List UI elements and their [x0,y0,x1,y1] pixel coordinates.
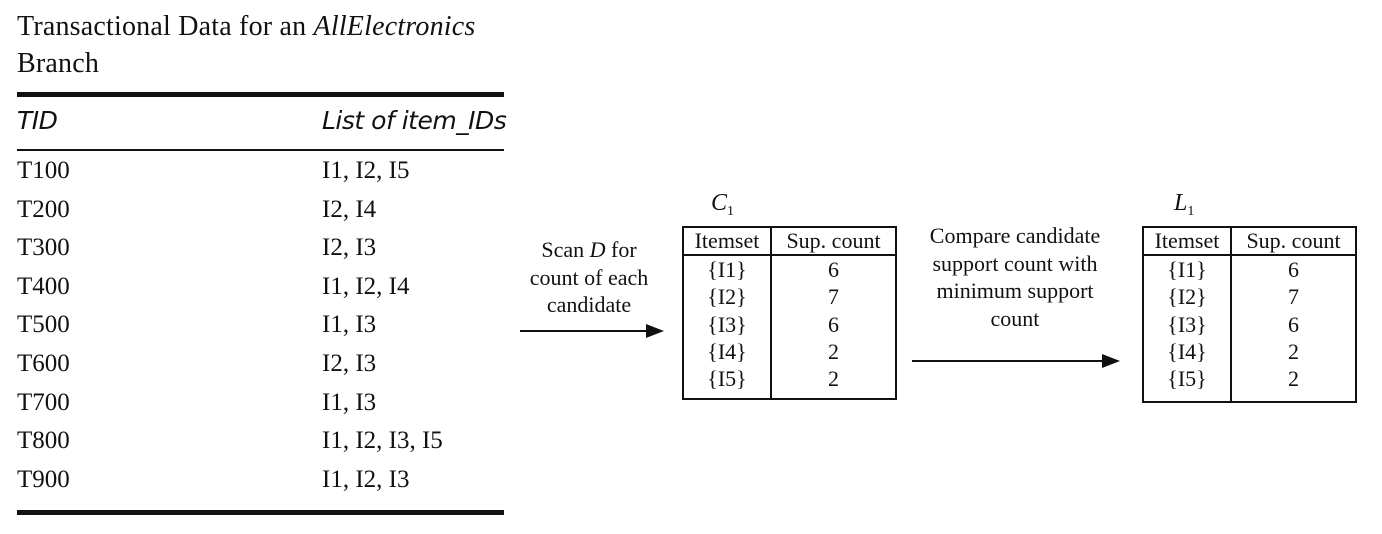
c1-row: {I1} 6 [684,256,895,283]
l1-row: {I5} 2 [1144,365,1355,392]
scan-note-line2: count of each [529,264,649,290]
transaction-tid: T900 [17,465,70,493]
l1-table: Itemset Sup. count {I1}6{I2}7{I3}6{I4}2{… [1142,226,1357,403]
l1-header-divider [1144,254,1355,256]
c1-row: {I5} 2 [684,365,895,392]
transaction-row: T900 I1, I2, I3 [0,465,520,503]
c1-count: 2 [828,366,839,392]
l1-count: 6 [1288,311,1299,337]
transaction-row: T500 I1, I3 [0,310,520,348]
l1-count: 7 [1288,284,1299,310]
table-top-rule [17,92,504,97]
transaction-tid: T500 [17,311,70,339]
transaction-row: T200 I2, I4 [0,195,520,233]
transaction-items: I1, I3 [322,311,377,339]
l1-row: {I3} 6 [1144,311,1355,338]
compare-note: Compare candidate support count with min… [908,222,1122,332]
c1-header-itemset: Itemset [694,228,760,253]
l1-count: 2 [1288,338,1299,364]
transaction-tid: T200 [17,195,70,223]
transaction-items: I1, I2, I4 [322,272,410,300]
transaction-tid: T600 [17,350,70,377]
title-italic: AllElectronics [313,11,476,42]
transaction-items: I1, I2, I3 [322,465,410,493]
scan-note-suffix: for [605,237,637,262]
transaction-row: T300 I2, I3 [0,233,520,271]
transaction-tid: T100 [17,157,70,184]
transaction-row: T800 I1, I2, I3, I5 [0,426,520,464]
c1-count: 6 [828,311,839,337]
l1-header-count: Sup. count [1246,228,1341,253]
scan-arrow-icon [520,324,664,338]
l1-itemset: {I2} [1167,284,1207,310]
transaction-items: I2, I3 [322,350,377,377]
l1-itemset: {I1} [1167,257,1207,282]
c1-row: {I3} 6 [684,311,895,338]
transaction-row: T400 I1, I2, I4 [0,272,520,310]
l1-label: L1 [1174,190,1194,220]
transaction-tid: T700 [17,388,70,416]
scan-note: Scan D for count of each candidate [514,236,664,319]
transactions-title: Transactional Data for an AllElectronics… [17,8,475,82]
table-bottom-rule [17,510,504,515]
c1-count: 6 [828,257,839,282]
l1-count: 2 [1288,366,1299,392]
c1-column-divider [770,228,772,398]
c1-count: 7 [828,284,839,310]
c1-itemset: {I2} [707,284,747,310]
transaction-items: I1, I2, I5 [322,157,410,184]
c1-itemset: {I1} [707,257,747,282]
compare-note-line2: support count with [932,250,1098,276]
transaction-items: I2, I4 [322,195,377,223]
transaction-items: I1, I2, I3, I5 [322,427,443,455]
c1-header-divider [684,254,895,256]
scan-note-prefix: Scan [541,237,590,262]
l1-count: 6 [1288,257,1299,282]
c1-label: C1 [711,190,734,220]
l1-header-itemset: Itemset [1154,228,1220,253]
column-header-items: List of item_IDs [322,106,507,135]
transaction-row: T700 I1, I3 [0,388,520,426]
scan-note-line3: candidate [546,292,632,317]
l1-row: {I4} 2 [1144,338,1355,365]
compare-note-line3: minimum support [936,278,1094,303]
transaction-tid: T300 [17,234,70,262]
transaction-tid: T400 [17,272,70,300]
c1-row: {I4} 2 [684,338,895,365]
transaction-row: T600 I2, I3 [0,349,520,387]
transaction-items: I2, I3 [322,234,377,262]
l1-row: {I2} 7 [1144,283,1355,310]
l1-itemset: {I5} [1167,366,1207,392]
l1-label-letter: L [1174,190,1188,216]
c1-row: {I2} 7 [684,283,895,310]
l1-itemset: {I3} [1167,311,1207,337]
table-header-rule [17,149,504,151]
c1-itemset: {I5} [707,366,747,392]
c1-itemset: {I3} [707,311,747,337]
c1-label-sub: 1 [727,204,735,219]
l1-column-divider [1230,228,1232,401]
c1-table: Itemset Sup. count {I1}6{I2}7{I3}6{I4}2{… [682,226,897,400]
c1-itemset: {I4} [707,338,747,364]
c1-count: 2 [828,338,839,364]
transaction-tid: T800 [17,427,70,455]
compare-note-line4: count [990,305,1040,331]
l1-label-sub: 1 [1187,204,1195,219]
c1-label-letter: C [711,190,728,216]
l1-itemset: {I4} [1167,338,1207,364]
c1-header-count: Sup. count [786,228,881,253]
column-header-tid: TID [17,106,58,135]
compare-arrow-icon [912,354,1120,368]
transaction-items: I1, I3 [322,388,377,416]
l1-row: {I1} 6 [1144,256,1355,283]
title-prefix: Transactional Data for an [17,11,314,42]
title-suffix: Branch [17,48,100,79]
transaction-row: T100 I1, I2, I5 [0,156,520,194]
compare-note-line1: Compare candidate [929,223,1101,248]
scan-note-italic: D [589,237,606,262]
